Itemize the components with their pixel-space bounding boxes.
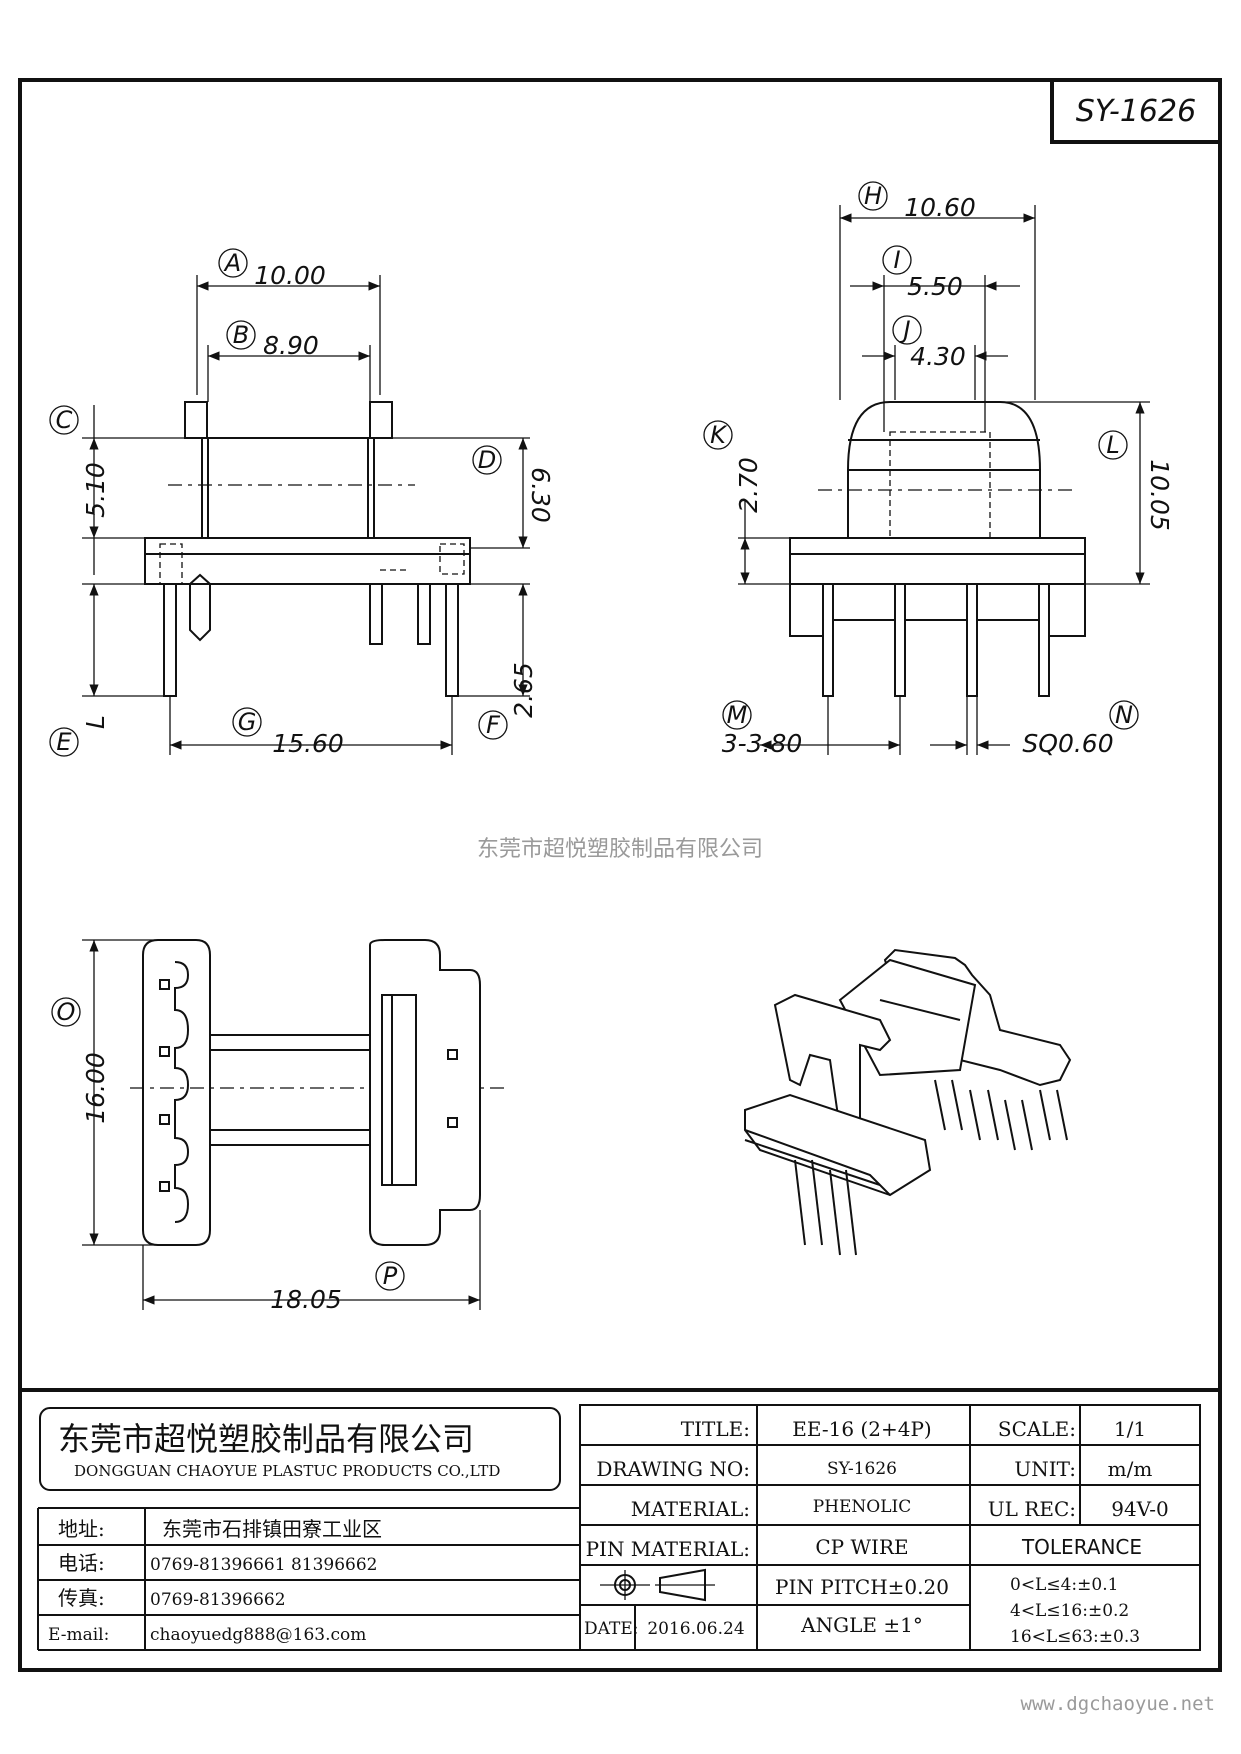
tolerance-row-1: 0<L≤4:±0.1 [1010,1575,1118,1595]
dim-B-value: 8.90 [263,331,319,360]
website-link[interactable]: www.dgchaoyue.net [1021,1693,1215,1715]
date-value: 2016.06.24 [647,1619,744,1639]
address-label: 地址: [58,1517,105,1541]
projection-symbol-icon [600,1568,715,1602]
dim-L-value: 10.05 [1145,459,1174,531]
unit-value: m/m [1108,1457,1153,1481]
dim-K-value: 2.70 [734,457,763,513]
tel-value: 0769-81396661 81396662 [150,1555,377,1575]
title-block: 东莞市超悦塑胶制品有限公司 DONGGUAN CHAOYUE PLASTUC P… [20,1388,1220,1651]
fax-value: 0769-81396662 [150,1590,286,1610]
dim-A-label: A [223,249,241,277]
bottom-view [130,939,510,1246]
dim-N-value: SQ0.60 [1022,729,1113,758]
tel-label: 电话: [58,1551,105,1575]
dim-P-label: P [383,1262,398,1290]
dim-O-label: O [57,998,76,1026]
dim-E-value: L [81,715,110,729]
side-view [789,401,1086,697]
scale-label: SCALE: [998,1417,1076,1441]
dim-K-label: K [710,421,728,449]
dim-I-label: I [893,246,900,274]
dim-G-value: 15.60 [272,729,344,758]
dim-C-value: 5.10 [81,462,110,518]
email-value: chaoyuedg888@163.com [150,1625,366,1645]
dim-N-label: N [1115,701,1133,729]
dim-C-label: C [56,406,73,434]
dim-M-value: 3-3.80 [722,729,803,758]
tolerance-row-3: 16<L≤63:±0.3 [1010,1627,1140,1647]
angle-tolerance: ANGLE ±1° [800,1613,923,1637]
dim-J-value: 4.30 [910,342,966,371]
ul-rec-value: 94V-0 [1111,1497,1169,1521]
company-name-en: DONGGUAN CHAOYUE PLASTUC PRODUCTS CO.,LT… [74,1462,500,1480]
dim-P-value: 18.05 [270,1285,342,1314]
dim-A-value: 10.00 [254,261,326,290]
pin-material-value: CP WIRE [815,1535,908,1559]
fax-label: 传真: [58,1586,105,1610]
company-name-cn: 东莞市超悦塑胶制品有限公司 [58,1420,474,1458]
material-label: MATERIAL: [631,1497,750,1521]
drawing-no-label: DRAWING NO: [596,1457,750,1481]
pin-material-label: PIN MATERIAL: [586,1537,750,1561]
unit-label: UNIT: [1014,1457,1076,1481]
tolerance-label: TOLERANCE [1021,1535,1142,1559]
ul-rec-label: UL REC: [988,1497,1076,1521]
date-label: DATE: [584,1619,638,1639]
dim-I-value: 5.50 [907,272,963,301]
dim-D-label: D [478,446,496,474]
title-value: EE-16 (2+4P) [792,1417,931,1441]
dim-F-label: F [486,711,501,739]
dim-O-value: 16.00 [81,1052,110,1124]
dim-F-value: 2.65 [509,662,538,718]
dim-B-label: B [233,321,249,349]
front-view-dimensions: A 10.00 B 8.90 C 5.10 D 6.30 E L [49,248,555,758]
isometric-view [744,948,1072,1256]
dim-D-value: 6.30 [526,467,555,523]
dim-M-label: M [727,701,748,729]
drawing-no-value: SY-1626 [827,1459,897,1479]
drawing-border [18,78,1222,1672]
pin-pitch: PIN PITCH±0.20 [775,1575,949,1599]
tolerance-row-2: 4<L≤16:±0.2 [1010,1601,1129,1621]
bottom-view-dimensions: O 16.00 P 18.05 [51,939,481,1314]
side-view-dimensions: H 10.60 I 5.50 J 4.30 K 2.70 L 10.05 [703,181,1174,758]
dim-H-label: H [864,182,882,210]
part-number: SY-1626 [1076,94,1196,129]
front-view [144,401,471,697]
dim-G-label: G [238,708,257,736]
scale-value: 1/1 [1114,1417,1146,1441]
dim-J-label: J [899,316,910,344]
address-value: 东莞市石排镇田寮工业区 [162,1517,382,1541]
email-label: E-mail: [48,1625,109,1645]
material-value: PHENOLIC [813,1497,912,1517]
dim-E-label: E [56,728,72,756]
dim-L-label: L [1106,431,1119,459]
dim-H-value: 10.60 [904,193,976,222]
watermark-text: 东莞市超悦塑胶制品有限公司 [477,837,763,862]
title-label: TITLE: [681,1417,750,1441]
part-number-box: SY-1626 [1050,78,1222,144]
